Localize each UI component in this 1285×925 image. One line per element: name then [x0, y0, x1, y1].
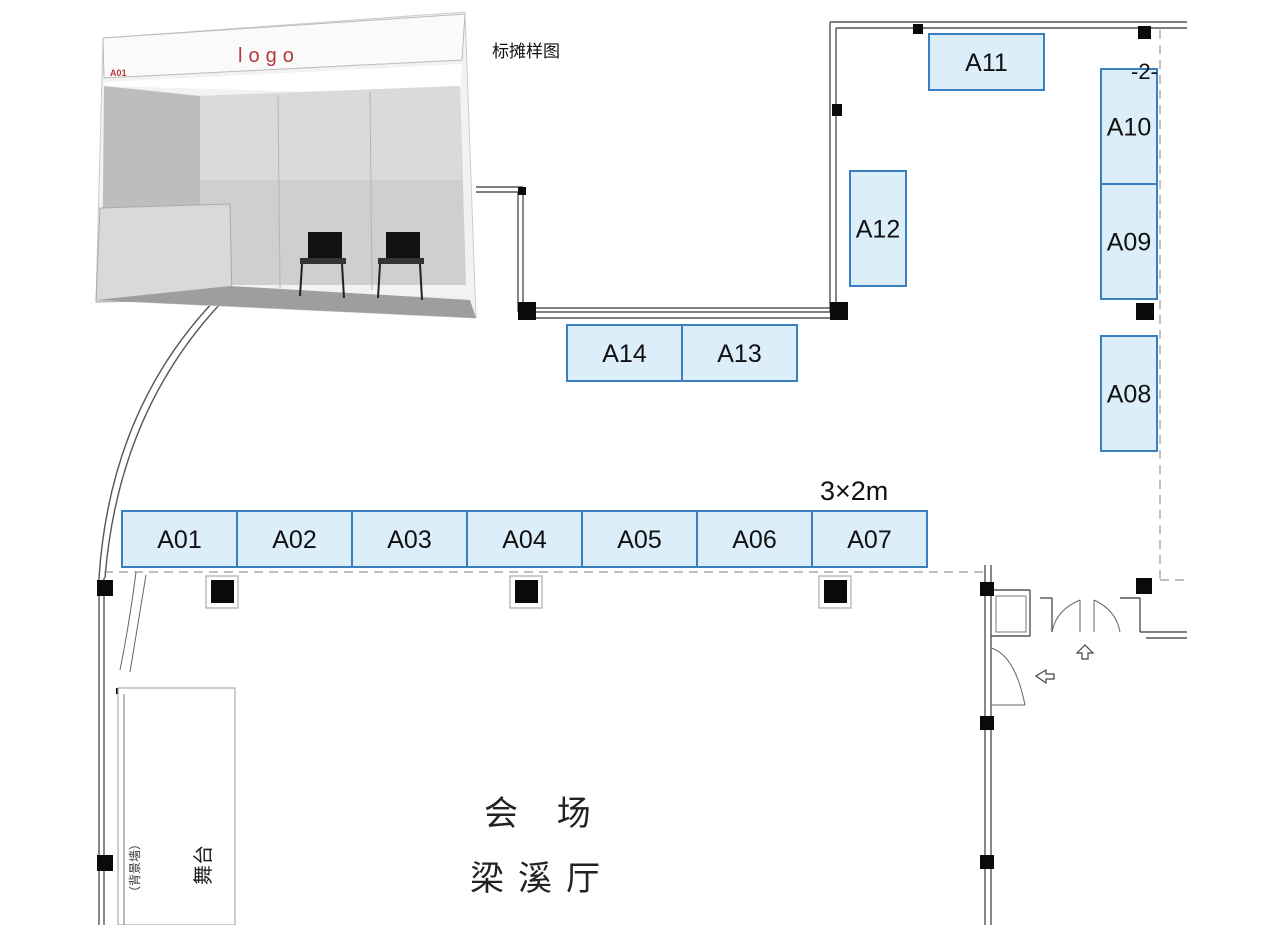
stage: 舞台 （背景墙）: [117, 687, 236, 925]
sample-logo: logo: [238, 45, 300, 67]
sample-booth-image: logo A01: [95, 11, 477, 319]
booth-box[interactable]: [1100, 183, 1158, 300]
booth-label: A02: [272, 526, 316, 554]
booth-label: A04: [502, 526, 547, 554]
booth-a04[interactable]: A04: [466, 510, 583, 568]
doors: [119, 571, 1121, 706]
booth-a02[interactable]: A02: [236, 510, 353, 568]
hall-name-line1: 会 场: [484, 794, 605, 834]
booth-box[interactable]: [849, 170, 907, 287]
booth-label: A01: [157, 526, 201, 554]
walls: [98, 21, 1187, 925]
booth-a12[interactable]: A12: [849, 170, 907, 287]
booth-label: A03: [387, 526, 431, 554]
booth-box[interactable]: [1100, 68, 1158, 185]
booth-a11[interactable]: A11: [928, 33, 1045, 91]
booth-size-label: 3×2m: [820, 476, 888, 506]
entry-arrow-icon: [1034, 668, 1055, 685]
booth-box[interactable]: [581, 510, 698, 568]
sample-booth-id: A01: [110, 68, 127, 78]
booth-a13[interactable]: A13: [681, 324, 798, 382]
booth-label: A11: [965, 49, 1008, 77]
booth-label: A14: [602, 340, 647, 368]
entry-arrows: [1034, 644, 1095, 685]
booth-label: A06: [732, 526, 776, 554]
booth-box[interactable]: [928, 33, 1045, 91]
booth-label: A12: [856, 216, 900, 244]
booth-label: A13: [717, 340, 761, 368]
booth-a07[interactable]: A07: [811, 510, 928, 568]
chair-icon: [377, 232, 424, 301]
hall-name-line2: 梁溪厅: [470, 859, 614, 899]
booth-box[interactable]: [1100, 335, 1158, 452]
caption: 标摊样图: [492, 42, 560, 62]
chair-icon: [299, 232, 346, 299]
page-number: -2-: [1131, 59, 1158, 84]
booth-a14[interactable]: A14: [566, 324, 683, 382]
booth-box[interactable]: [466, 510, 583, 568]
booth-label: A07: [847, 526, 891, 554]
booth-box[interactable]: [566, 324, 683, 382]
booth-a08[interactable]: A08: [1100, 335, 1158, 452]
booth-a01[interactable]: A01: [121, 510, 238, 568]
backdrop-label: （背景墙）: [128, 838, 142, 898]
booth-a10[interactable]: A10: [1100, 68, 1158, 185]
booth-a09[interactable]: A09: [1100, 183, 1158, 300]
pillars: [97, 24, 1154, 871]
booth-label: A10: [1107, 114, 1151, 142]
booth-label: A09: [1107, 229, 1151, 257]
booth-a05[interactable]: A05: [581, 510, 698, 568]
booth-a06[interactable]: A06: [696, 510, 813, 568]
booth-a03[interactable]: A03: [351, 510, 468, 568]
stage-label: 舞台: [191, 845, 215, 885]
booth-label: A08: [1107, 381, 1151, 409]
entry-arrow-icon: [1075, 644, 1095, 660]
booth-box[interactable]: [351, 510, 468, 568]
booth-label: A05: [617, 526, 661, 554]
booth-box[interactable]: [811, 510, 928, 568]
